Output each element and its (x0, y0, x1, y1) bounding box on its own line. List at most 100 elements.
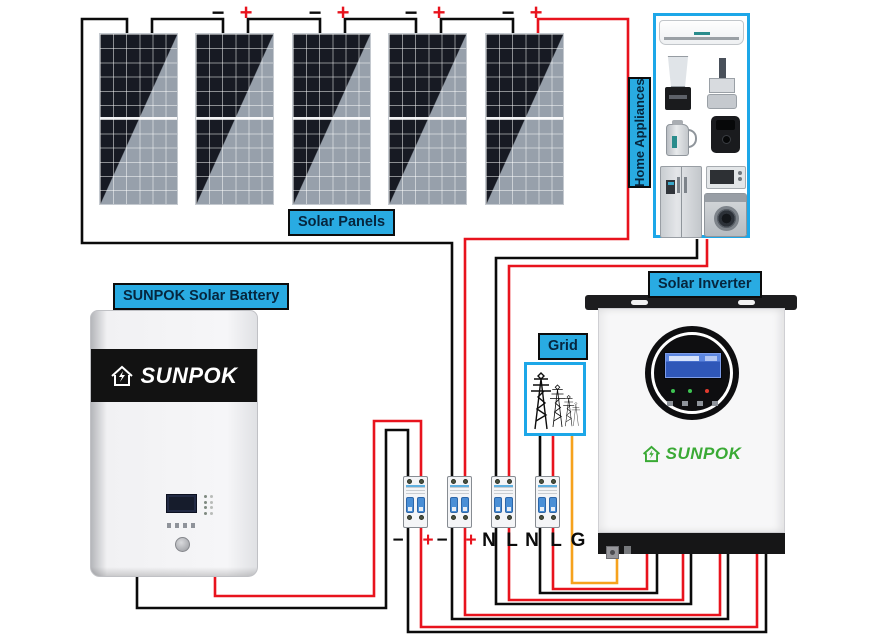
breaker-terminals-bottom (492, 513, 515, 520)
inverter-status-leds (671, 389, 709, 393)
terminal-label-L: L (550, 530, 562, 551)
breaker-terminals-bottom (404, 513, 427, 520)
battery-logo-band: SUNPOK (91, 349, 257, 402)
grid-box (524, 362, 586, 436)
wire-panel-bridge-4 (439, 17, 515, 34)
circuit-breaker (535, 476, 560, 528)
breaker-toggle (494, 497, 502, 513)
wire-appliances-live (507, 239, 709, 478)
terminal-label-L: L (506, 530, 518, 551)
house-icon (111, 365, 134, 386)
breaker-toggle (406, 497, 414, 513)
inverter-connector (624, 546, 631, 554)
wire-panel-bridge-3 (343, 17, 418, 34)
breaker-label-strip (450, 485, 469, 494)
panel-polarity-minus: − (501, 0, 515, 25)
inverter-mount-bracket (585, 295, 797, 310)
home-appliances-box (653, 13, 750, 238)
wire-loop-pv-positive (463, 526, 722, 617)
battery-lcd-display (166, 494, 197, 513)
wire-loop-grid-neutral (538, 526, 659, 595)
wire-pv-string-negative (80, 17, 454, 478)
breaker-toggle (461, 497, 469, 513)
wire-loop-load-live (507, 526, 685, 602)
inverter-lcd-screen (664, 352, 722, 379)
refrigerator (660, 166, 702, 238)
terminal-label-minus: − (436, 530, 448, 551)
breaker-terminals-top (536, 477, 559, 484)
inverter-terminal-cover (598, 533, 785, 559)
panel-polarity-plus: + (239, 0, 253, 25)
electric-kettle (666, 118, 698, 162)
circuit-breaker (491, 476, 516, 528)
wire-panel-bridge-2 (246, 17, 322, 34)
wire-loop-grid-live (551, 526, 649, 591)
inverter-ground-connector (606, 546, 619, 559)
wire-panel-bridge-1 (150, 17, 225, 34)
inverter-display-ring (651, 332, 733, 414)
breaker-toggles (492, 497, 515, 513)
breaker-toggle (538, 497, 546, 513)
terminal-label-plus: + (465, 530, 477, 551)
panel-polarity-minus: − (211, 0, 225, 25)
food-processor (706, 58, 738, 110)
breaker-toggle (450, 497, 458, 513)
battery-power-button (175, 537, 190, 552)
washing-machine (704, 193, 747, 237)
solar-battery: SUNPOK (90, 310, 258, 577)
solar-inverter: SUNPOK (598, 308, 785, 533)
panel-polarity-minus: − (308, 0, 322, 25)
house-icon (642, 445, 660, 463)
panel-polarity-plus: + (432, 0, 446, 25)
grid-label: Grid (538, 333, 588, 360)
breaker-label-strip (406, 485, 425, 494)
solar-panel (388, 33, 467, 205)
wire-battery-negative (135, 428, 410, 610)
battery-led-indicators (204, 495, 207, 515)
wire-loop-load-neutral (494, 526, 693, 606)
panel-polarity-plus: + (336, 0, 350, 25)
terminal-label-N: N (525, 530, 539, 551)
breaker-terminals-bottom (448, 513, 471, 520)
terminal-label-plus: + (422, 530, 434, 551)
blender (664, 56, 692, 112)
circuit-breaker (447, 476, 472, 528)
terminal-label-minus: − (392, 530, 404, 551)
battery-ports (167, 523, 197, 528)
breaker-toggle (417, 497, 425, 513)
solar-panels-label: Solar Panels (288, 209, 396, 236)
breaker-toggles (404, 497, 427, 513)
inverter-label: Solar Inverter (648, 271, 762, 298)
wire-loop-battery-positive (419, 526, 759, 629)
wire-ground (570, 434, 619, 585)
solar-panel (99, 33, 178, 205)
transmission-towers-icon (531, 372, 581, 430)
breaker-terminals-top (448, 477, 471, 484)
breaker-terminals-bottom (536, 513, 559, 520)
circuit-breaker (403, 476, 428, 528)
breaker-toggles (448, 497, 471, 513)
air-conditioner (659, 20, 744, 45)
toaster-oven (706, 166, 746, 189)
inverter-logo: SUNPOK (599, 444, 784, 464)
breaker-toggle (549, 497, 557, 513)
breaker-terminals-top (492, 477, 515, 484)
terminal-label-G: G (570, 530, 586, 551)
panel-polarity-minus: − (404, 0, 418, 25)
breaker-label-strip (538, 485, 557, 494)
breaker-label-strip (494, 485, 513, 494)
inverter-brand-text: SUNPOK (665, 444, 742, 463)
wire-loop-pv-negative (450, 526, 730, 621)
wire-battery-positive (213, 419, 423, 598)
solar-panel (292, 33, 371, 205)
air-fryer (711, 116, 740, 153)
inverter-buttons (667, 401, 718, 406)
battery-label: SUNPOK Solar Battery (113, 283, 290, 310)
wire-loop-battery-negative (406, 526, 768, 634)
breaker-terminals-top (404, 477, 427, 484)
breaker-toggles (536, 497, 559, 513)
inverter-display-panel (645, 326, 739, 420)
wire-appliances-neutral (494, 239, 699, 478)
solar-panel (485, 33, 564, 205)
